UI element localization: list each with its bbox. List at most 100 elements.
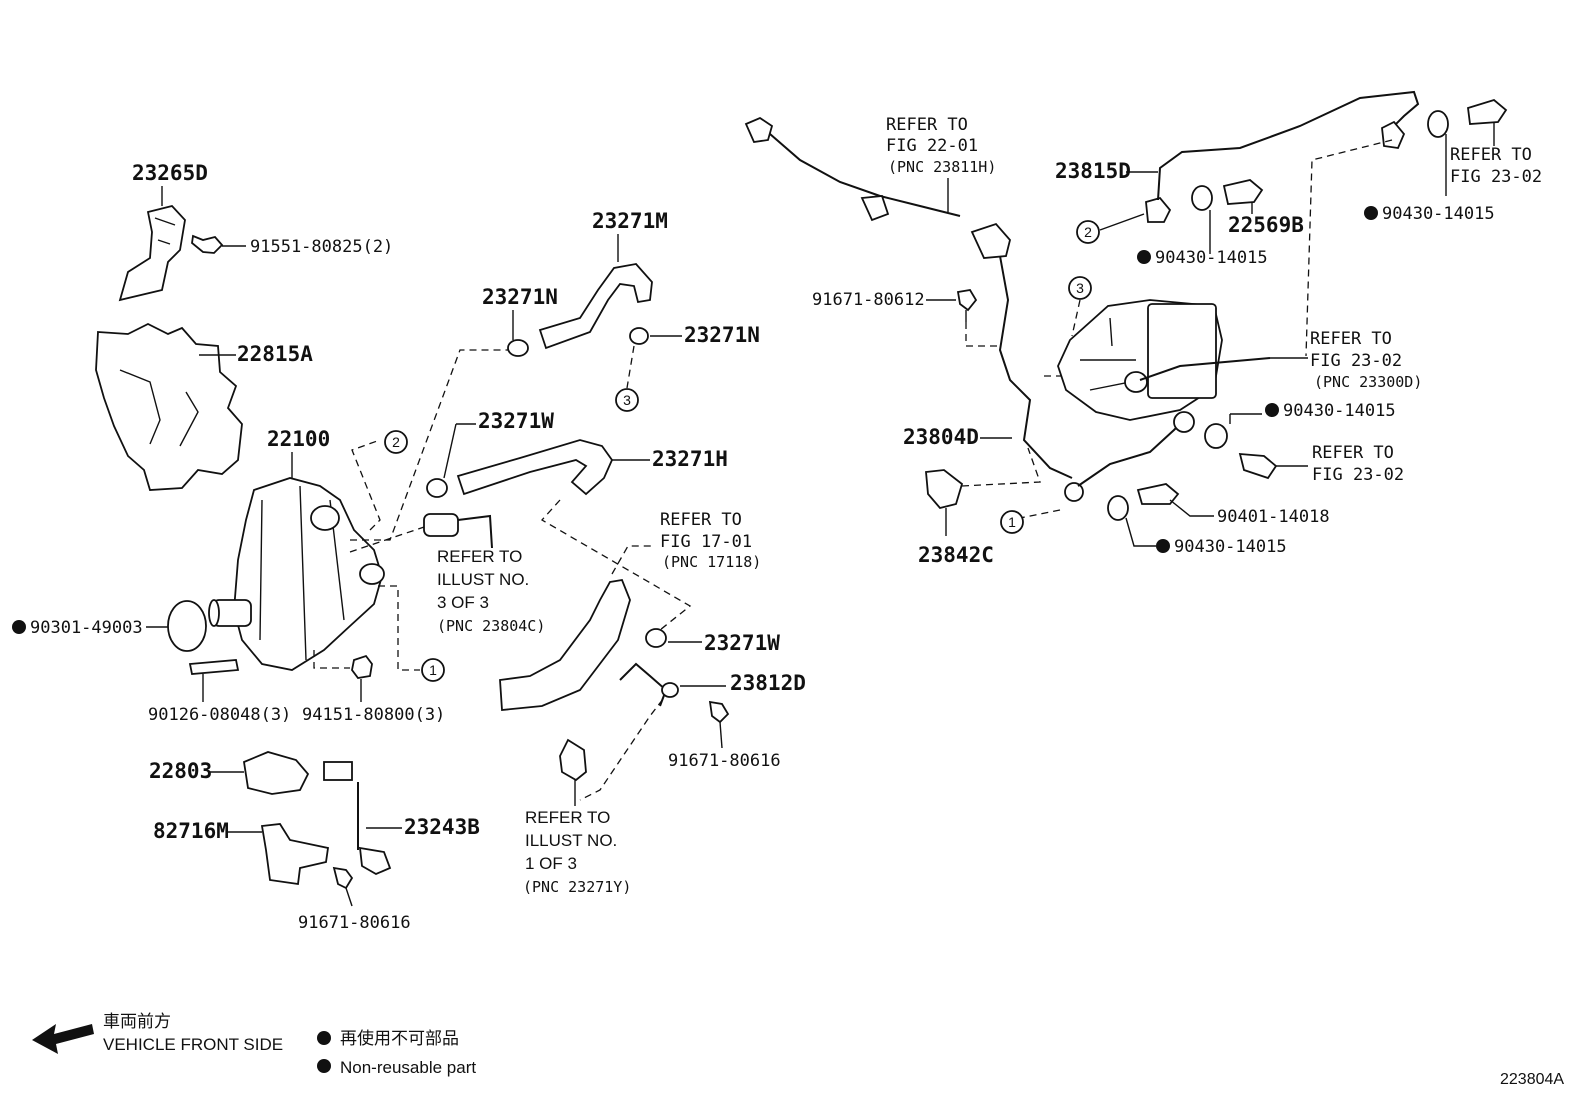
svg-text:2: 2 (1084, 224, 1092, 240)
label-82716M: 82716M (153, 819, 229, 843)
legend-nonreuse-jp: 再使用不可部品 (340, 1028, 459, 1048)
clip-23271W-b (645, 628, 667, 648)
label-90301: 90301-49003 (30, 618, 143, 638)
ref-fig-23-02-b-line1: REFER TO (1310, 329, 1392, 349)
ref-fig-17-01-line2: FIG 17-01 (660, 532, 752, 552)
fuel-pipe-23811H (744, 116, 961, 222)
label-91671-80616-a: 91671-80616 (298, 913, 411, 933)
gasket-90430-top (1191, 185, 1213, 254)
hose-23271M (538, 263, 653, 350)
clip-23271N-a (507, 339, 529, 357)
label-91671-80612: 91671-80612 (812, 290, 925, 310)
fuel-pipe-lower (1077, 411, 1195, 487)
bolt-91671-80612 (956, 289, 978, 322)
bracket-23265D (118, 204, 186, 302)
ref-illust-1-line1: REFER TO (525, 808, 610, 827)
ref-fig-17-01-line3: (PNC 17118) (662, 553, 761, 571)
ref-fig-23-02-a-line1: REFER TO (1450, 145, 1532, 165)
label-90401: 90401-14018 (1217, 507, 1330, 527)
fuel-pipe-23804D (970, 222, 1084, 502)
svg-text:3: 3 (1076, 280, 1084, 296)
legend-front-en: VEHICLE FRONT SIDE (103, 1035, 283, 1054)
label-22569B: 22569B (1228, 213, 1304, 237)
non-reusable-marker (1265, 403, 1279, 417)
ref-fig-22-01-line2: FIG 22-01 (886, 136, 978, 156)
label-23815D: 23815D (1055, 159, 1131, 183)
ref-fig-23-02-b-line3: (PNC 23300D) (1314, 373, 1422, 391)
bolt-91671-80616-b (708, 700, 730, 749)
ref-illust-3-line4: (PNC 23804C) (437, 617, 545, 635)
callout-circle-2-left: 2 (384, 430, 408, 454)
ref-fig-22-01-line3: (PNC 23811H) (888, 158, 996, 176)
legend-front-jp: 車両前方 (103, 1012, 171, 1031)
ref-fig-23-02-c-line1: REFER TO (1312, 443, 1394, 463)
label-23271M: 23271M (592, 209, 668, 233)
diagram-id: 223804A (1500, 1071, 1564, 1088)
label-23812D: 23812D (730, 671, 806, 695)
bolt-right-mid (1238, 452, 1308, 480)
cover-22815A (95, 322, 243, 491)
label-22803: 22803 (149, 759, 212, 783)
label-23271N-b: 23271N (684, 323, 760, 347)
callout-circle-3-left: 3 (615, 388, 639, 412)
label-23265D: 23265D (132, 161, 208, 185)
ref-illust-1-line4: (PNC 23271Y) (523, 878, 631, 896)
label-23271W-b: 23271W (704, 631, 780, 655)
legend-bullet-icon (317, 1059, 331, 1073)
ref-fig-22-01-line1: REFER TO (886, 115, 968, 135)
fuel-pipe-connector (423, 513, 493, 549)
bolt-top-right (1467, 98, 1508, 146)
label-23271W-a: 23271W (478, 409, 554, 433)
non-reusable-marker (1364, 206, 1378, 220)
label-23271H: 23271H (652, 447, 728, 471)
non-reusable-marker (12, 620, 26, 634)
ref-illust-1-line2: ILLUST NO. (525, 831, 617, 850)
bolt-91671-80616-a (332, 866, 354, 907)
svg-text:2: 2 (392, 434, 400, 450)
callout-circle-2-right: 2 (1076, 213, 1145, 244)
clip-23271W-a (426, 478, 448, 498)
label-90430-d: 90430-14015 (1174, 537, 1287, 557)
supply-pump-22100 (208, 477, 385, 671)
ref-illust-3-line1: REFER TO (437, 547, 522, 566)
svg-text:3: 3 (623, 392, 631, 408)
fuel-pipe-23815D (1145, 90, 1420, 223)
svg-text:1: 1 (1008, 514, 1016, 530)
bolt-91551 (191, 234, 246, 254)
o-ring-90301 (167, 600, 207, 652)
fuel-filter-housing (1057, 299, 1223, 421)
label-90430-c: 90430-14015 (1283, 401, 1396, 421)
svg-text:1: 1 (429, 662, 437, 678)
legend-nonreuse-en: Non-reusable part (340, 1058, 476, 1077)
ref-fig-17-01-line1: REFER TO (660, 510, 742, 530)
sensor-23243B (323, 761, 392, 876)
nut-94151 (351, 654, 373, 702)
label-22100: 22100 (267, 427, 330, 451)
label-23271N-a: 23271N (482, 285, 558, 309)
hose-stub (559, 738, 587, 806)
callout-circle-1-left: 1 (421, 658, 445, 682)
label-90430-b: 90430-14015 (1382, 204, 1495, 224)
gasket-90430-top-right (1427, 110, 1449, 196)
gasket-90430-mid (1204, 413, 1262, 449)
return-pipe-bracket (499, 545, 654, 711)
label-91551: 91551-80825(2) (250, 237, 393, 257)
non-reusable-marker (1156, 539, 1170, 553)
union-bolt-22569B (1222, 179, 1264, 214)
label-90126: 90126-08048(3) (148, 705, 291, 725)
non-reusable-marker (1137, 250, 1151, 264)
clamp-23842C (925, 469, 964, 536)
label-91671-80616-b: 91671-80616 (668, 751, 781, 771)
ref-illust-1-line3: 1 OF 3 (525, 854, 577, 873)
connector-cap-22803 (243, 751, 310, 795)
clip-23271N-b (629, 327, 649, 345)
label-94151: 94151-80800(3) (302, 705, 445, 725)
ref-illust-3-line3: 3 OF 3 (437, 593, 489, 612)
stud-90126 (188, 659, 240, 702)
ref-fig-23-02-b-line2: FIG 23-02 (1310, 351, 1402, 371)
front-direction-arrow (32, 1024, 94, 1054)
label-23804D: 23804D (903, 425, 979, 449)
callout-circle-3-right: 3 (1068, 276, 1092, 337)
